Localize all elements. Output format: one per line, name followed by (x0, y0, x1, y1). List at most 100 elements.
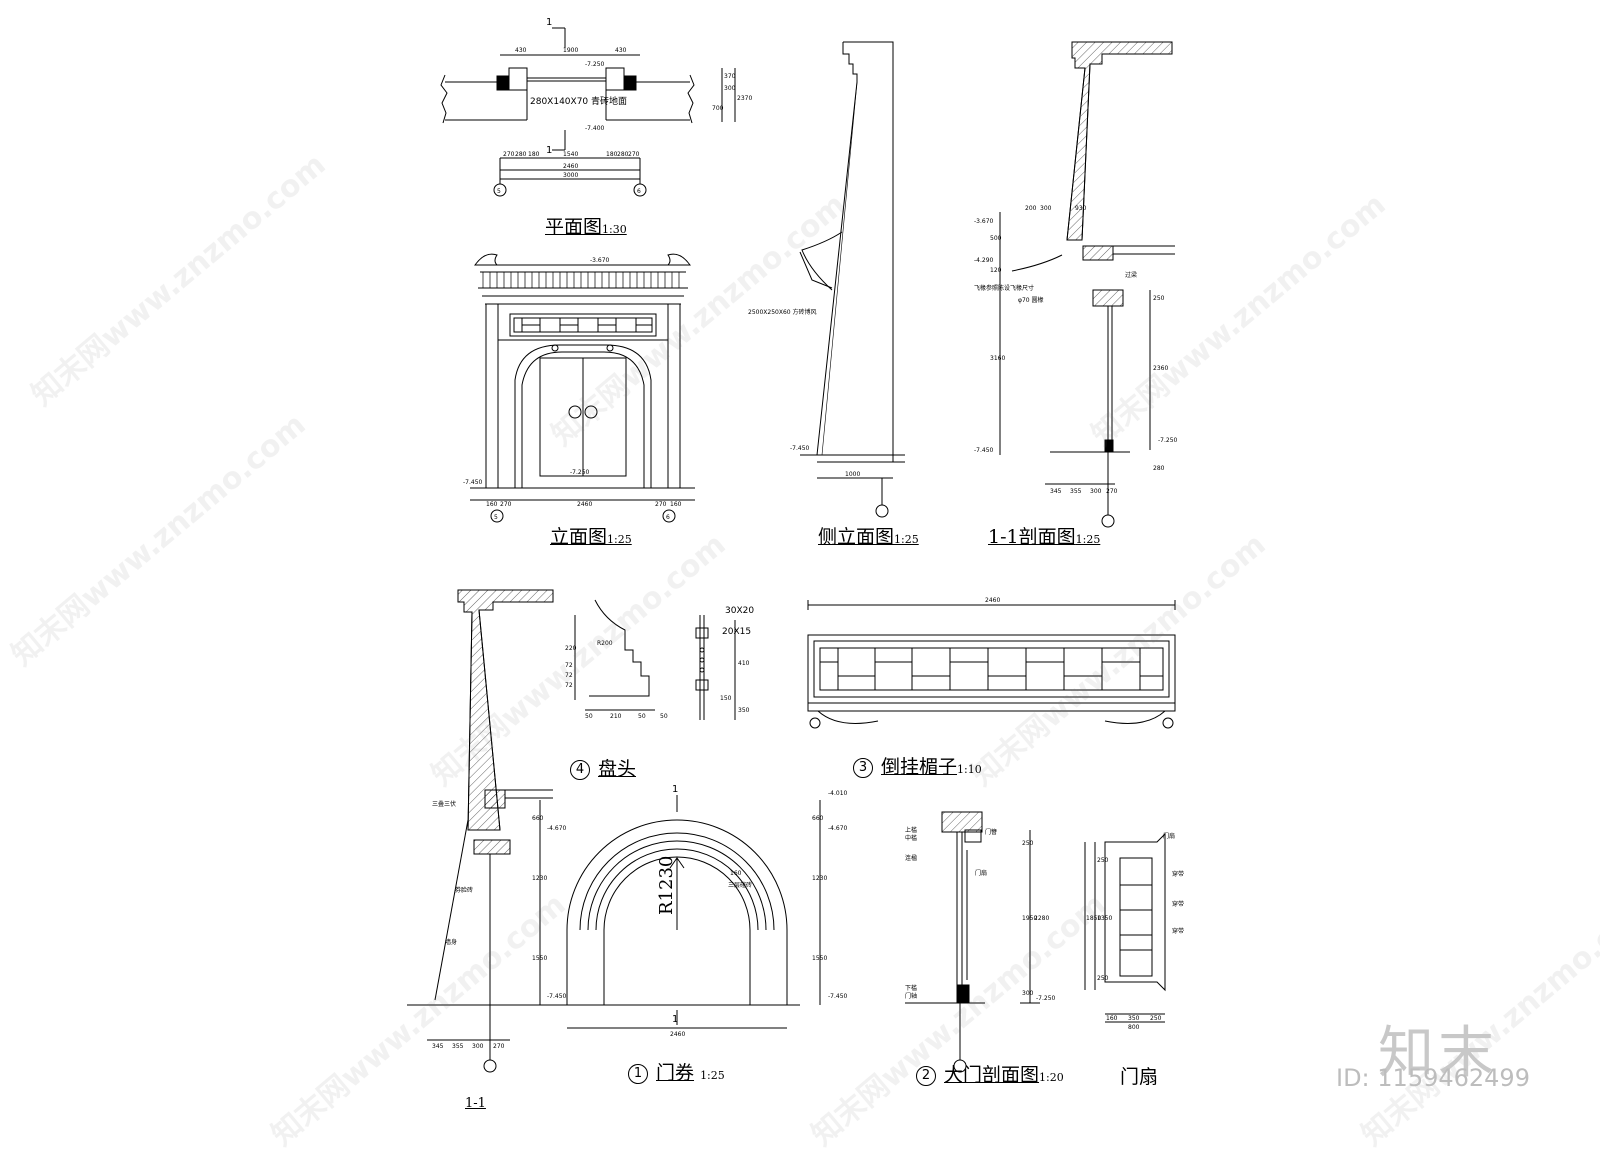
arch-dim-side-2b: 1550 (812, 955, 827, 962)
door-note-3: 穿带 (1172, 927, 1184, 935)
arch-level-1: -4.670 (547, 825, 567, 832)
door-dim-6: 250 (1097, 975, 1109, 982)
section-b-annotations: 三叠三伏 券脸砖 墙身 345 355 300 270 (432, 800, 505, 1050)
elev-dim-3: 270 (655, 501, 667, 508)
elev-door-level: -7.250 (570, 469, 590, 476)
elev-dim-0: 160 (486, 501, 498, 508)
section-11-annotations: -3.670 -4.290 -7.450 -7.250 200 300 930 … (974, 205, 1178, 495)
plan-dim-bottom-0: 270 (503, 151, 515, 158)
sec-level-3: -7.250 (1158, 437, 1178, 444)
plan-side-dim-1: 300 (724, 85, 736, 92)
side-dim: 1000 (845, 471, 860, 478)
plan-side-dim-0: 370 (724, 73, 736, 80)
gate-section-drawing (905, 811, 1040, 1073)
gate-level-0: -7.250 (1036, 995, 1056, 1002)
plan-side-dim-2: 700 (712, 105, 724, 112)
door-dim-1: 350 (1128, 1015, 1140, 1022)
arch-level-2: -7.450 (547, 993, 567, 1000)
side-elevation-annotations: -7.450 1000 2500X250X60 方砖博风 (748, 308, 860, 478)
secb-dim-0: 345 (432, 1043, 444, 1050)
elev-base-level: -7.450 (463, 479, 483, 486)
sec-dim-bottom-0: 345 (1050, 488, 1062, 495)
gate-note-1: 中槛 (905, 834, 917, 842)
door-leaf-title: 门扇 (1120, 1066, 1159, 1088)
plan-dim-top-2: 430 (615, 47, 627, 54)
elev-top-level: -3.670 (590, 257, 610, 264)
gate-note-0: 上槛 (905, 826, 917, 834)
coping-dim-3: 72 (565, 682, 573, 689)
arch-note: 三层碹砖 (728, 881, 752, 889)
sec-note-1: φ70 圆椽 (1018, 296, 1044, 304)
arch-level-1b: -4.670 (828, 825, 848, 832)
gate-dim-3: 300 (1022, 990, 1034, 997)
sec-level-0: -3.670 (974, 218, 994, 225)
plan-dim-bottom-1: 280 (515, 151, 527, 158)
door-dim-4: 250 (1097, 857, 1109, 864)
coping-rail-dim-1: 20X15 (722, 627, 751, 637)
elev-dim-4: 160 (670, 501, 682, 508)
elev-dim-2: 2460 (577, 501, 592, 508)
gate-note-5: 门轴 (905, 992, 917, 1000)
coping-radius: R200 (597, 640, 613, 647)
sec-dim-top-2: 930 (1075, 205, 1087, 212)
image-id: ID: 1159462499 (1336, 1064, 1530, 1092)
arch-dim-side-1: 1230 (532, 875, 547, 882)
gate-dim-1: 1950 (1022, 915, 1037, 922)
arch-dim-side-0b: 660 (812, 815, 824, 822)
coping-rail-val-1: 350 (738, 707, 750, 714)
arch-width: 2460 (670, 1031, 685, 1038)
secb-dim-1: 355 (452, 1043, 464, 1050)
plan-cut-mark-top: 1 (546, 17, 552, 28)
elev-grid-5: 5 (494, 514, 498, 521)
plan-cut-mark-bottom: 1 (546, 145, 552, 156)
sec-level-1: -4.290 (974, 257, 994, 264)
gate-dim-0: 250 (1022, 840, 1034, 847)
arch-ring: 160 (730, 870, 742, 877)
sec-dim-side-0: 500 (990, 235, 1002, 242)
arch-drawing (539, 795, 821, 1029)
coping-dim-5: 210 (610, 713, 622, 720)
plan-side-dim-3: 2370 (737, 95, 752, 102)
door-leaf-annotations: 门扇 穿带 穿带 穿带 160 350 250 800 250 1350 250… (1086, 832, 1184, 1031)
side-level: -7.450 (790, 445, 810, 452)
arch-dim-side-1b: 1230 (812, 875, 827, 882)
plan-dim-top-1: 1900 (563, 47, 578, 54)
plan-dim-bottom-5: 280 (617, 151, 629, 158)
secb-note-2: 墙身 (445, 938, 457, 946)
sec-dim-top-1: 300 (1040, 205, 1052, 212)
coping-dim-2: 72 (565, 672, 573, 679)
plan-dim-total: 3000 (563, 172, 578, 179)
coping-dim-4: 50 (585, 713, 593, 720)
door-dim-3: 800 (1128, 1024, 1140, 1031)
sec-dim-bottom-2: 300 (1090, 488, 1102, 495)
sec-dim-bottom-3: 270 (1106, 488, 1118, 495)
plan-drawing (440, 27, 736, 197)
coping-drawing (574, 599, 736, 720)
brand-logo: 知末 (1378, 1021, 1498, 1086)
sec-dim-side-4: 2360 (1153, 365, 1168, 372)
elevation-annotations: -3.670 -7.450 -7.250 160 270 2460 270 16… (463, 257, 682, 521)
secb-dim-3: 270 (493, 1043, 505, 1050)
section-b-drawing (407, 589, 560, 1073)
door-dim-0: 160 (1106, 1015, 1118, 1022)
plan-dim-bottom-6: 270 (628, 151, 640, 158)
coping-rail-val-2: 150 (720, 695, 732, 702)
elevation-title: 立面图1:25 (550, 526, 632, 548)
gate-dim-2: 2280 (1034, 915, 1049, 922)
door-dim-2: 250 (1150, 1015, 1162, 1022)
elevation-drawing (470, 253, 695, 523)
plan-level-0: -7.250 (585, 61, 605, 68)
lintel-annotations: 2460 (985, 597, 1000, 604)
door-note-1: 穿带 (1172, 870, 1184, 878)
arch-level-2b: -7.450 (828, 993, 848, 1000)
plan-dim-bottom-3: 1540 (563, 151, 578, 158)
coping-annotations: 220 72 72 72 50 210 50 50 R200 30X20 20X… (565, 606, 754, 720)
plan-title: 平面图1:30 (545, 216, 627, 238)
coping-rail-dim-0: 30X20 (725, 606, 754, 616)
secb-note-1: 券脸砖 (455, 886, 473, 894)
plan-annotations: 430 1900 430 -7.250 -7.400 280X140X70 青砖… (497, 17, 752, 195)
